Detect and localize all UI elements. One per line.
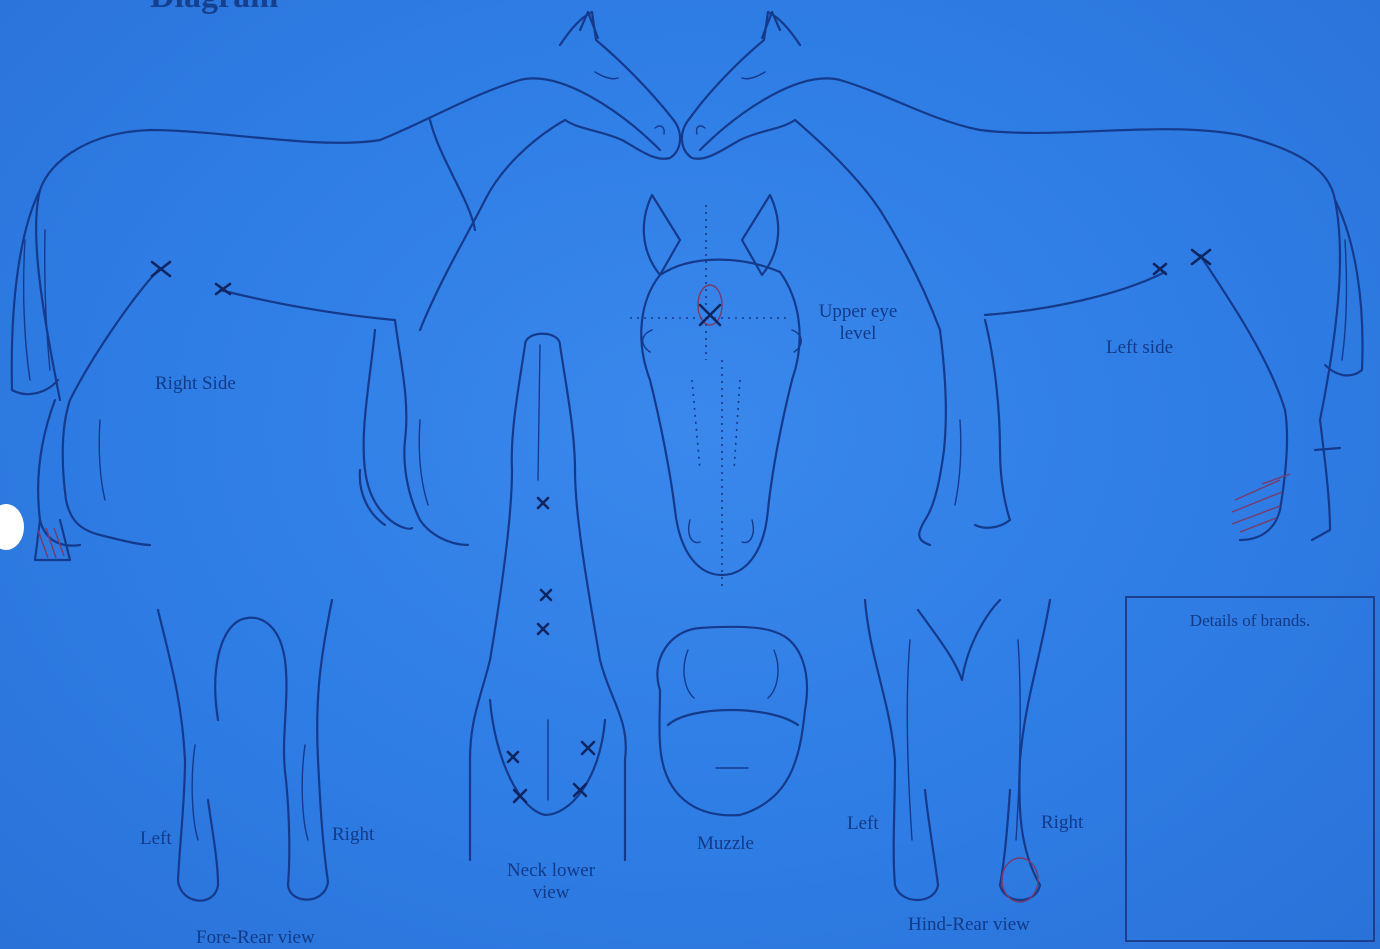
marking-crosses [152,250,1210,294]
hind-right-label: Right [1041,812,1083,834]
brand-details-box: Details of brands. [1125,596,1375,942]
fore-left-label: Left [140,828,172,850]
fore-legs-rear-outline [158,600,332,901]
hind-legs-rear-outline [865,600,1050,902]
upper-eye-level-label: Upper eye level [808,301,908,345]
hind-rear-view-label: Hind-Rear view [908,914,1030,936]
muzzle-label: Muzzle [697,833,754,855]
horse-right-side-outline [12,12,680,560]
horse-head-front-outline [630,195,801,590]
neck-lower-view-label: Neck lower view [496,860,606,904]
fore-rear-view-label: Fore-Rear view [196,927,315,949]
muzzle-outline [657,627,807,816]
fore-right-label: Right [332,824,374,846]
left-side-label: Left side [1106,337,1173,359]
hind-left-label: Left [847,813,879,835]
brand-details-label: Details of brands. [1127,610,1373,632]
right-side-label: Right Side [155,373,236,395]
neck-lower-view-outline [470,334,626,860]
